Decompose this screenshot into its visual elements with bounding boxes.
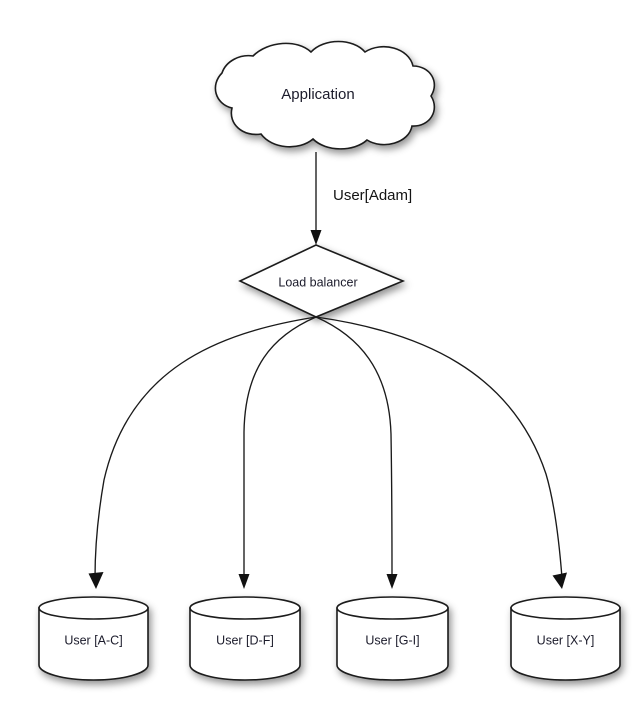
node-database-a-c[interactable]: User [A-C] (38, 596, 149, 681)
edge-application-to-balancer: User[Adam] (310, 152, 412, 245)
edge-balancer-to-db-d-f (238, 316, 317, 589)
application-label: Application (281, 86, 354, 103)
node-database-d-f[interactable]: User [D-F] (189, 596, 301, 681)
node-database-g-i[interactable]: User [G-I] (336, 596, 449, 681)
node-database-x-y[interactable]: User [X-Y] (510, 596, 621, 681)
arrow-head-icon-balancer (310, 230, 322, 245)
edge-label-user-adam: User[Adam] (333, 187, 412, 204)
database-d-f-label: User [D-F] (216, 633, 274, 647)
arrow-head-icon-db-d-f (238, 574, 250, 589)
database-g-i-label: User [G-I] (365, 633, 419, 647)
edge-curve-db-a-c (94, 316, 317, 579)
arrow-head-icon-db-g-i (386, 574, 398, 589)
arrow-head-icon-db-a-c (88, 572, 104, 589)
edge-balancer-to-db-g-i (315, 316, 398, 589)
database-a-c-label: User [A-C] (64, 633, 122, 647)
node-application-cloud[interactable]: Application (214, 40, 436, 150)
edge-curve-db-d-f (243, 316, 317, 578)
edge-balancer-to-db-a-c (88, 316, 317, 589)
edge-curve-db-x-y (315, 316, 563, 579)
edge-curve-db-g-i (315, 316, 393, 579)
arrow-head-icon-db-x-y (552, 572, 567, 589)
database-x-y-label: User [X-Y] (537, 633, 595, 647)
node-load-balancer[interactable]: Load balancer (238, 244, 406, 318)
load-balancer-label: Load balancer (278, 275, 357, 289)
edge-balancer-to-db-x-y (315, 316, 567, 589)
